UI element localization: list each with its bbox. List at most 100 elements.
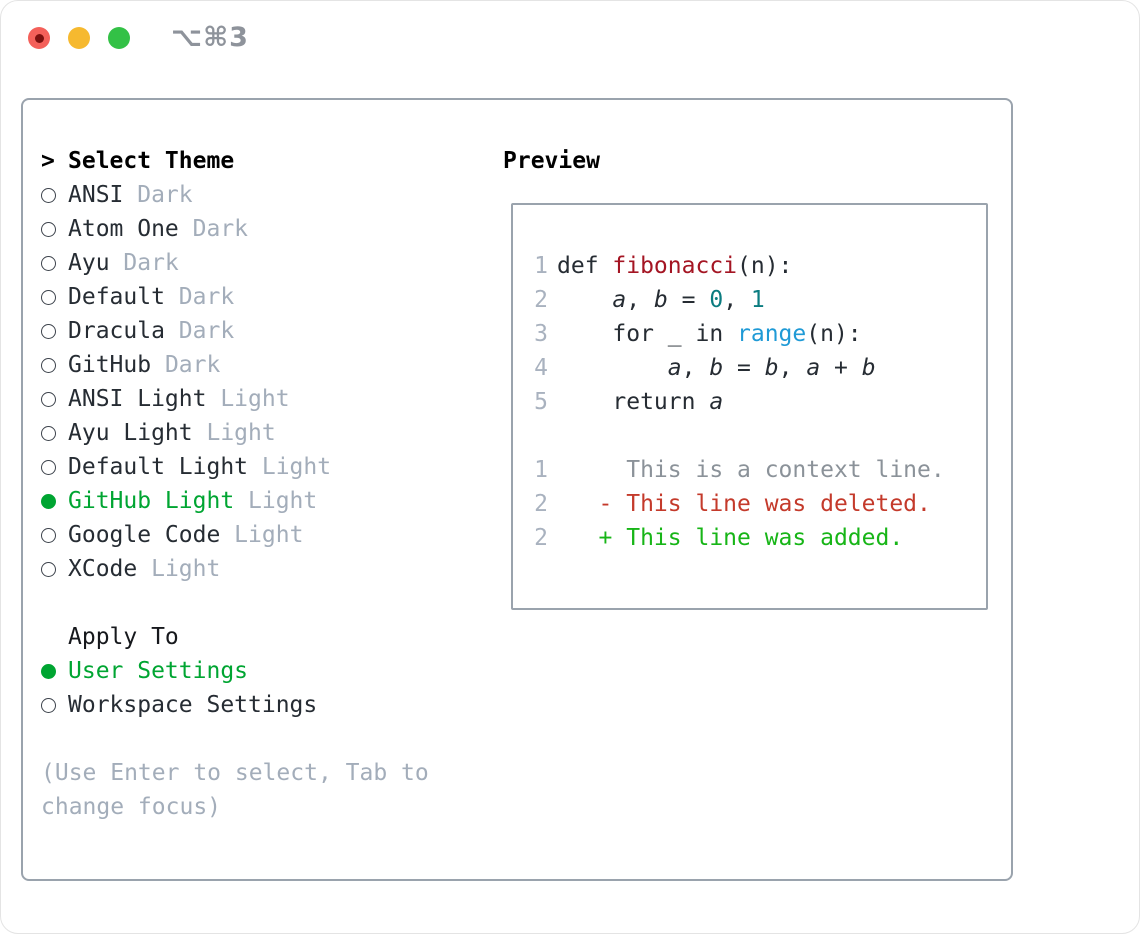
variant-tag: Dark (123, 182, 193, 208)
variant-tag: Dark (178, 216, 249, 242)
option-label: Google Code (68, 522, 221, 548)
code-token-plain: (n): (737, 253, 793, 279)
line-number: 5 (534, 389, 548, 415)
code-line: 4 a, b = b, a + b (533, 351, 986, 385)
close-button[interactable] (28, 27, 50, 49)
apply-to-title: Apply To (68, 624, 179, 650)
code-token-var: a (667, 355, 682, 381)
theme-option[interactable]: GitHub Light Light (41, 484, 471, 518)
option-label: XCode (68, 556, 138, 582)
titlebar: ⌥⌘3 (1, 1, 1139, 75)
radio-icon (41, 697, 56, 713)
code-line: 5 return a (533, 385, 986, 419)
radio-icon (41, 459, 56, 475)
option-label: GitHub Light (68, 488, 235, 514)
code-token-plain: = (723, 355, 765, 381)
code-line: 1 This is a context line. (533, 453, 986, 487)
code-token-plain: , (626, 287, 654, 313)
theme-option[interactable]: Default Light Light (41, 450, 471, 484)
radio-icon (41, 255, 56, 271)
radio-marker (41, 425, 68, 441)
code-token-plain: for _ in (557, 321, 738, 347)
radio-selected-icon (41, 663, 56, 679)
radio-icon (41, 561, 56, 577)
radio-marker (41, 255, 68, 271)
radio-marker (41, 527, 68, 543)
radio-selected-icon (41, 493, 56, 509)
theme-option[interactable]: Default Dark (41, 280, 471, 314)
theme-option[interactable]: Google Code Light (41, 518, 471, 552)
radio-marker (41, 289, 68, 305)
radio-icon (41, 289, 56, 305)
code-token-plain: def (557, 253, 613, 279)
maximize-button[interactable] (108, 27, 130, 49)
code-token-var: a (612, 287, 627, 313)
option-label: Default (68, 284, 165, 310)
theme-option[interactable]: Ayu Light Light (41, 416, 471, 450)
option-label: Atom One (68, 216, 179, 242)
option-label: ANSI Light (68, 386, 207, 412)
radio-icon (41, 323, 56, 339)
theme-option[interactable]: GitHub Dark (41, 348, 471, 382)
code-line (533, 419, 986, 453)
variant-tag: Light (192, 420, 276, 446)
code-token-plain: + (820, 355, 862, 381)
radio-marker (41, 357, 68, 373)
code-token-var: b (653, 287, 668, 313)
code-token-plain: return (557, 389, 710, 415)
radio-marker (41, 459, 68, 475)
radio-icon (41, 391, 56, 407)
select-theme-title: Select Theme (68, 148, 235, 174)
radio-marker (41, 187, 68, 203)
code-token-plain: , (723, 287, 751, 313)
option-label: Dracula (68, 318, 165, 344)
code-token-var: b (861, 355, 876, 381)
theme-option[interactable]: XCode Light (41, 552, 471, 586)
theme-option[interactable]: ANSI Light Light (41, 382, 471, 416)
theme-option[interactable]: Ayu Dark (41, 246, 471, 280)
code-token-ctx: This is a context line. (557, 457, 945, 483)
code-token-plain: , (681, 355, 710, 381)
code-token-plain: , (778, 355, 807, 381)
radio-marker (41, 697, 68, 713)
option-label: User Settings (68, 658, 249, 684)
apply-to-option[interactable]: Workspace Settings (41, 688, 471, 722)
variant-tag: Light (234, 488, 318, 514)
apply-to-option[interactable]: User Settings (41, 654, 471, 688)
code-token-var: b (709, 355, 724, 381)
code-token-plain (557, 287, 612, 313)
option-label: GitHub (68, 352, 152, 378)
line-number: 1 (534, 457, 548, 483)
code-token-builtin: range (737, 321, 807, 347)
theme-option[interactable]: Dracula Dark (41, 314, 471, 348)
theme-option[interactable]: Atom One Dark (41, 212, 471, 246)
variant-tag: Dark (109, 250, 179, 276)
minimize-button[interactable] (68, 27, 90, 49)
code-token-plain: (n): (806, 321, 862, 347)
variant-tag: Light (220, 522, 304, 548)
code-line: 3 for _ in range(n): (533, 317, 986, 351)
code-line: 2 - This line was deleted. (533, 487, 986, 521)
code-line: 2 a, b = 0, 1 (533, 283, 986, 317)
code-token-del: - This line was deleted. (557, 491, 931, 517)
radio-marker (41, 493, 68, 509)
line-number: 1 (534, 253, 548, 279)
theme-option[interactable]: ANSI Dark (41, 178, 471, 212)
radio-marker (41, 391, 68, 407)
select-theme-header-row: > Select Theme (41, 144, 471, 178)
close-dot-icon (34, 34, 44, 43)
cursor-icon: > (41, 148, 55, 174)
variant-tag: Dark (151, 352, 221, 378)
radio-icon (41, 221, 56, 237)
option-label: ANSI (68, 182, 124, 208)
radio-marker (41, 561, 68, 577)
line-number: 2 (534, 287, 548, 313)
code-line: 1 def fibonacci(n): (533, 249, 986, 283)
code-token-fn: fibonacci (612, 253, 738, 279)
